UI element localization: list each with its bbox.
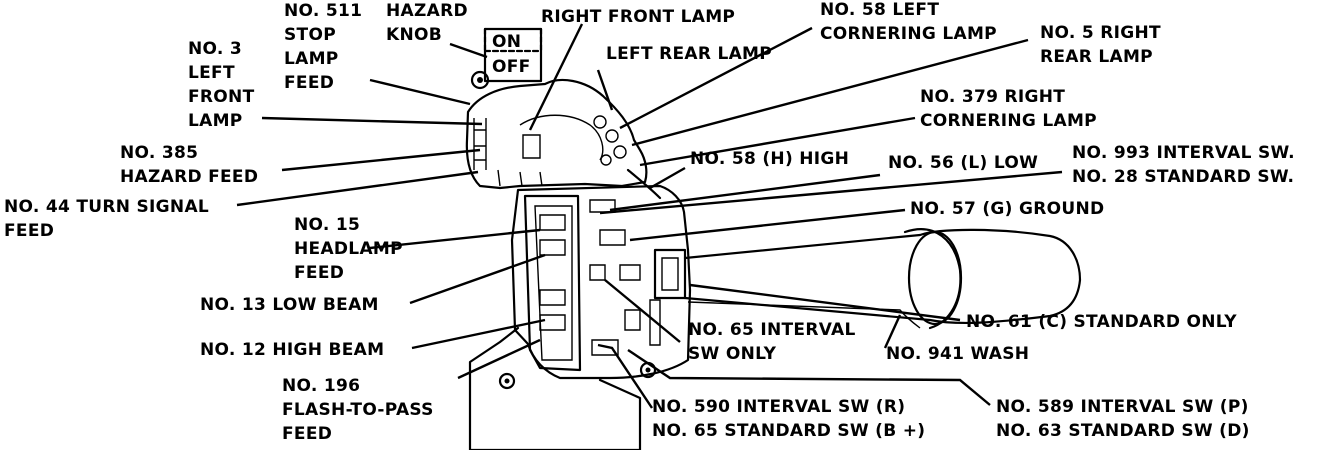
mount-screw-top <box>470 70 490 90</box>
label-no196-flash-to-pass: NO. 196 FLASH-TO-PASS FEED <box>282 376 440 444</box>
label-no385-hazard-feed: NO. 385 HAZARD FEED <box>120 143 258 187</box>
label-no56l-low: NO. 56 (L) LOW <box>888 153 1038 173</box>
label-no58-left-cornering: NO. 58 LEFT CORNERING LAMP <box>820 0 997 44</box>
label-no13-low-beam: NO. 13 LOW BEAM <box>200 295 379 315</box>
label-no3-left-front-lamp: NO. 3 LEFT FRONT LAMP <box>188 39 261 131</box>
upper-housing <box>465 78 648 190</box>
callout-labels: NO. 511 STOP LAMP FEED HAZARD KNOB RIGHT… <box>4 0 1301 444</box>
label-no15-headlamp-feed: NO. 15 HEADLAMP FEED <box>294 215 409 283</box>
label-no941-wash: NO. 941 WASH <box>886 344 1029 364</box>
label-left-rear-lamp: LEFT REAR LAMP <box>606 44 772 64</box>
hazard-knob: ON OFF <box>483 27 543 83</box>
label-no379-right-cornering: NO. 379 RIGHT CORNERING LAMP <box>920 87 1097 131</box>
hazard-knob-on-text: ON <box>492 32 521 52</box>
label-no65-interval-sw-only: NO. 65 INTERVAL SW ONLY <box>688 320 862 364</box>
leader-lines <box>236 23 1063 409</box>
label-no44-turn-signal-feed: NO. 44 TURN SIGNAL FEED <box>4 197 215 241</box>
label-hazard-knob: HAZARD KNOB <box>386 1 474 45</box>
label-no61-standard-only: NO. 61 (C) STANDARD ONLY <box>966 312 1237 332</box>
mount-screw-bottom <box>498 372 516 390</box>
label-no589-interval-sw: NO. 589 INTERVAL SW (P) NO. 63 STANDARD … <box>996 397 1255 441</box>
mounting-bracket <box>468 326 642 452</box>
hazard-knob-off-text: OFF <box>492 57 531 77</box>
label-no993-interval: NO. 993 INTERVAL SW. NO. 28 STANDARD SW. <box>1072 143 1301 187</box>
label-no12-high-beam: NO. 12 HIGH BEAM <box>200 340 384 360</box>
label-no58h-high: NO. 58 (H) HIGH <box>690 149 849 169</box>
label-no590-interval-sw: NO. 590 INTERVAL SW (R) NO. 65 STANDARD … <box>652 397 925 441</box>
label-no5-right-rear: NO. 5 RIGHT REAR LAMP <box>1040 23 1167 67</box>
label-no57g-ground: NO. 57 (G) GROUND <box>910 199 1104 219</box>
turn-signal-stalk <box>683 228 1082 325</box>
label-right-front-lamp: RIGHT FRONT LAMP <box>541 7 735 27</box>
label-no511-stop-lamp-feed: NO. 511 STOP LAMP FEED <box>284 1 369 93</box>
